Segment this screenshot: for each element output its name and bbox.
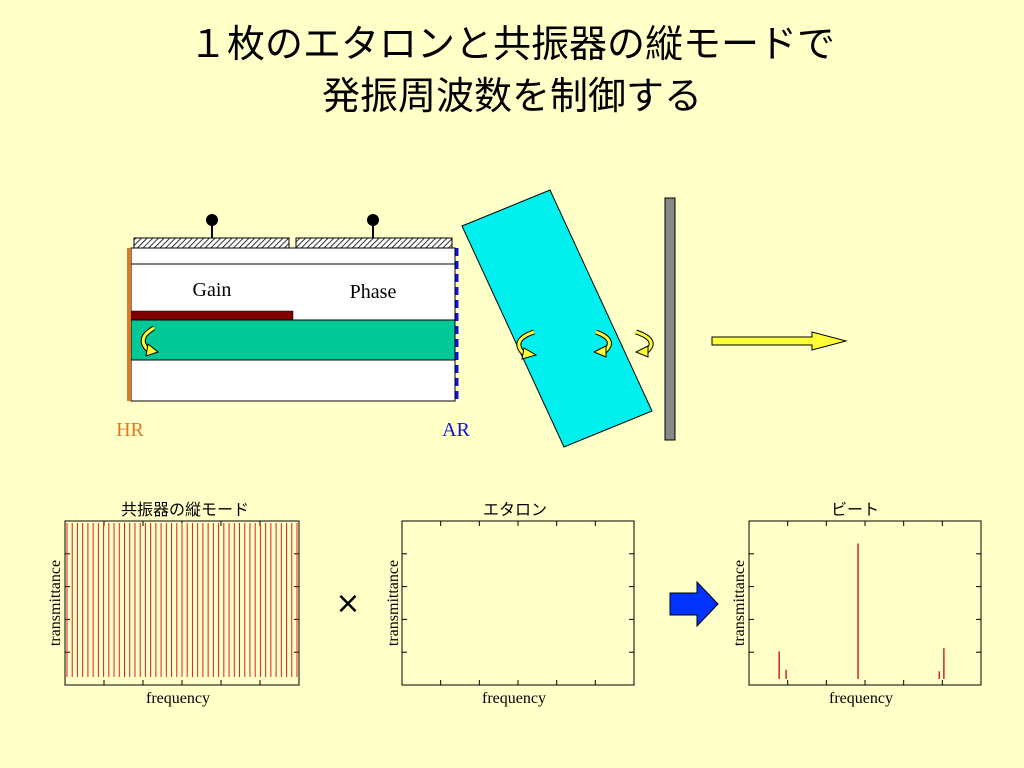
hr-label: HR xyxy=(116,419,144,441)
plot-etalon: エタロン transmittance frequency xyxy=(385,500,635,707)
slide-title-line1: １枚のエタロンと共振器の縦モードで xyxy=(188,22,835,66)
circulation-arrow-etalon-left xyxy=(516,329,538,360)
plot-title: 共振器の縦モード xyxy=(121,500,249,519)
y-axis-label: transmittance xyxy=(385,560,402,646)
plot-title: ビート xyxy=(831,500,879,519)
output-mirror xyxy=(664,197,676,441)
hr-facet xyxy=(127,248,131,401)
plot-title: エタロン xyxy=(483,500,547,519)
phase-electrode xyxy=(295,237,453,249)
plot-beat: ビート transmittance frequency xyxy=(731,500,982,707)
plot-frame xyxy=(748,520,982,686)
circulation-arrow-chip xyxy=(140,325,160,357)
x-axis-label: frequency xyxy=(482,690,546,707)
laser-device: Gain Phase HR AR xyxy=(116,214,471,441)
waveguide xyxy=(130,319,456,361)
gain-contact-pin xyxy=(206,214,218,226)
phase-label: Phase xyxy=(350,281,397,303)
multiply-operator: × xyxy=(335,586,360,621)
x-axis-label: frequency xyxy=(146,690,210,707)
result-arrow xyxy=(669,580,719,628)
output-beam-arrow xyxy=(711,331,848,351)
phase-contact-pin xyxy=(367,214,379,226)
etalon-plate xyxy=(461,189,653,448)
circulation-arrow-etalon-right xyxy=(592,329,612,358)
slide-title-line2: 発振周波数を制御する xyxy=(321,74,702,118)
y-axis-label: transmittance xyxy=(47,560,64,646)
circulation-arrow-mirror xyxy=(634,329,654,358)
gain-electrode xyxy=(133,237,290,249)
gain-label: Gain xyxy=(193,279,232,301)
ar-label: AR xyxy=(442,419,470,441)
y-axis-label: transmittance xyxy=(731,560,748,646)
x-axis-label: frequency xyxy=(829,690,893,707)
gain-strip xyxy=(130,310,294,321)
plot-frame xyxy=(401,520,635,686)
plot-longitudinal-modes: 共振器の縦モード transmittance frequency xyxy=(47,500,300,707)
